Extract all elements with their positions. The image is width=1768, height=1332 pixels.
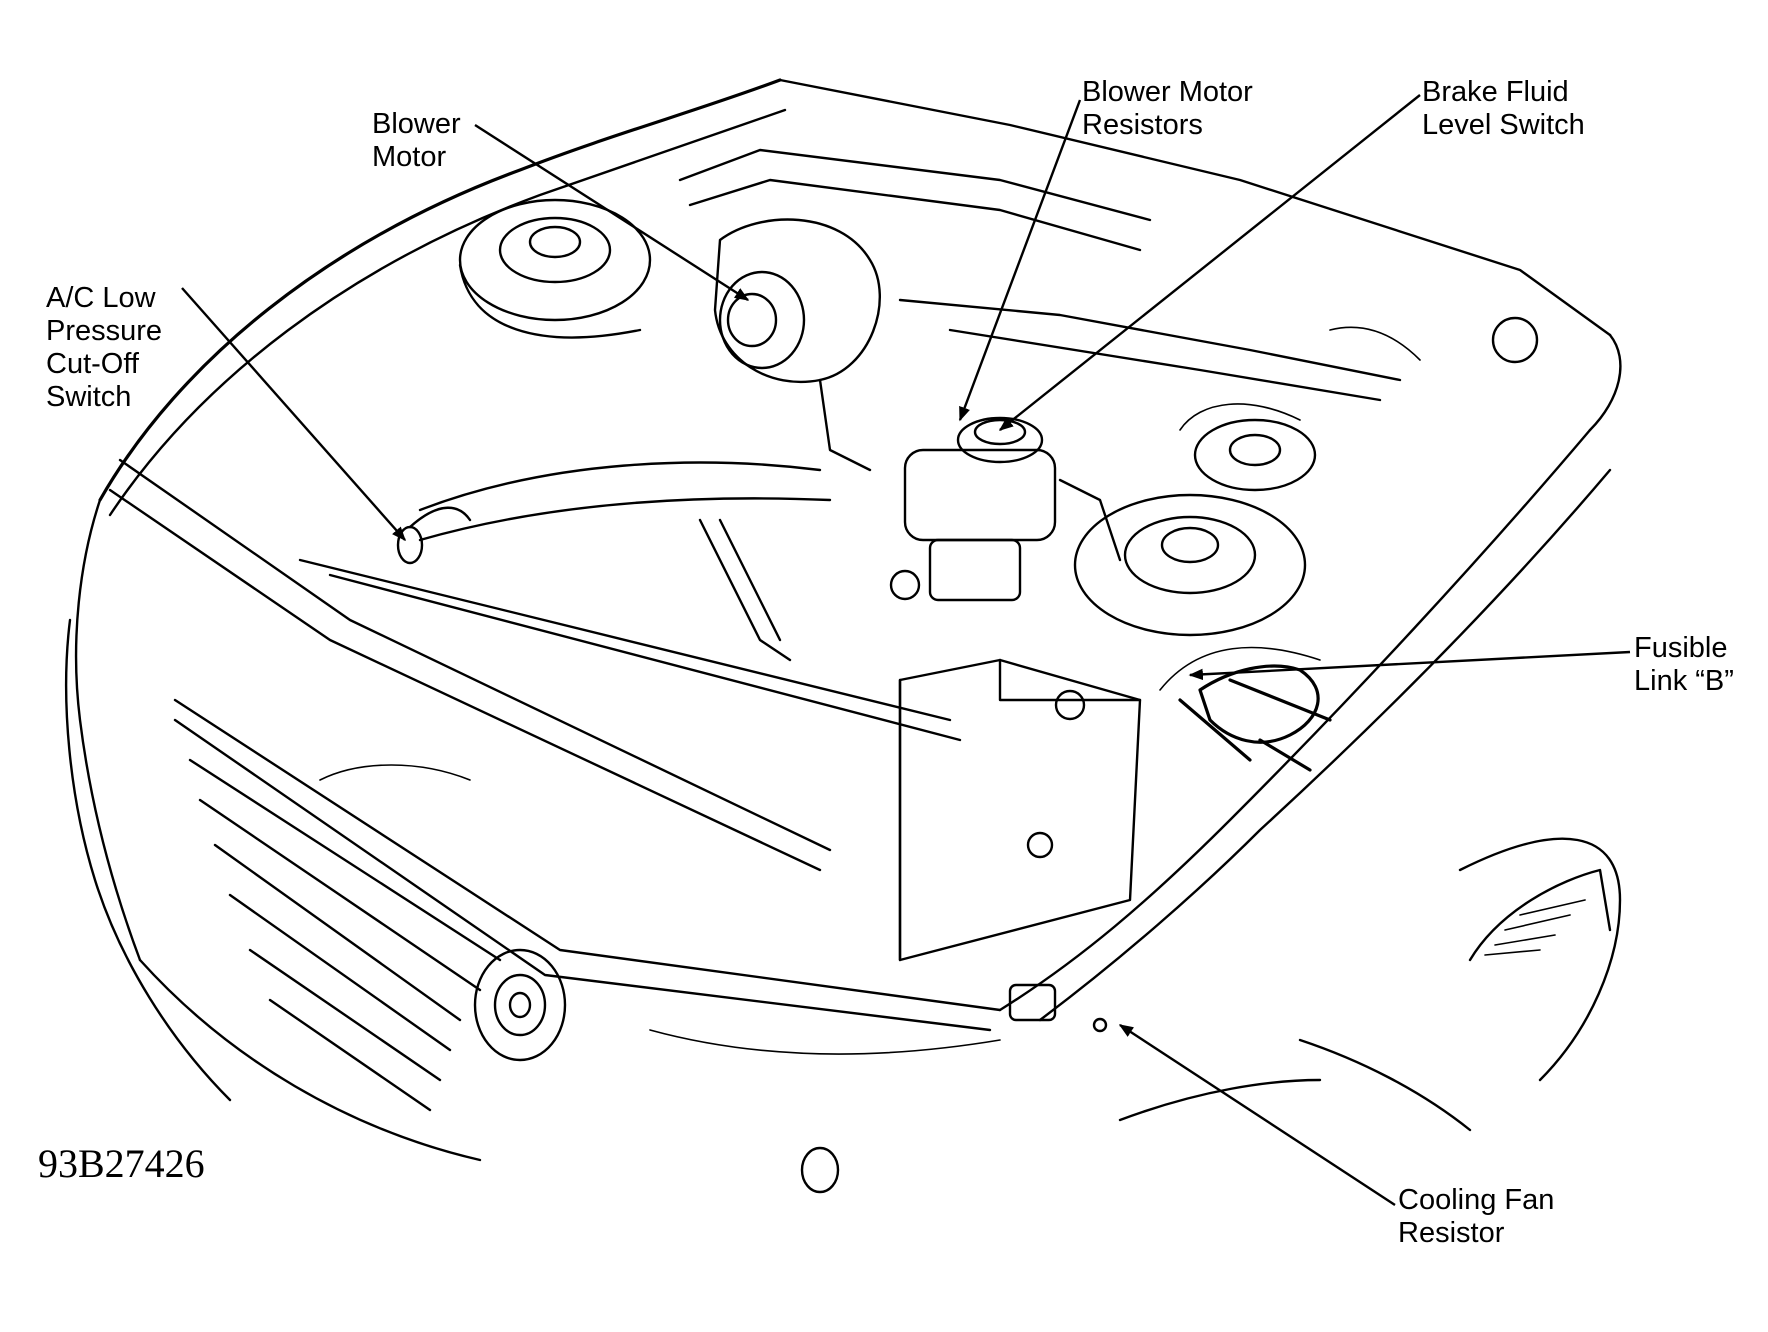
leader-lines (181, 94, 1631, 1207)
cooling-fan-resistor-component (1008, 983, 1108, 1033)
label-line: Cooling Fan (1398, 1184, 1555, 1216)
frame-rails (418, 148, 1402, 662)
label-line: Cut-Off (46, 348, 139, 380)
leader-ac-low-pressure (181, 287, 406, 542)
battery (898, 658, 1142, 962)
label-line: Resistors (1082, 109, 1203, 141)
label-line: Resistor (1398, 1217, 1505, 1249)
figure-id: 93B27426 (38, 1141, 205, 1186)
label-brake-fluid-level-switch: Brake Fluid Level Switch (1422, 76, 1585, 142)
label-line: Blower Motor (1082, 76, 1253, 108)
body-outline (64, 78, 1622, 1162)
label-blower-motor: Blower Motor (372, 108, 461, 174)
leader-brake-fluid-level-switch (998, 94, 1421, 431)
label-line: Level Switch (1422, 109, 1585, 141)
label-cooling-fan-resistor: Cooling Fan Resistor (1398, 1184, 1554, 1250)
blower-motor-housing (713, 218, 881, 472)
ac-switch-component (396, 506, 472, 565)
label-line: Motor (372, 141, 447, 173)
wiring-harness (319, 316, 1539, 1194)
label-fusible-link-b: Fusible Link “B” (1634, 632, 1734, 698)
label-line: Blower (372, 108, 461, 140)
leader-fusible-link-b (1188, 650, 1631, 681)
label-ac-low-pressure-cut-off-switch: A/C Low Pressure Cut-Off Switch (46, 282, 162, 414)
leader-blower-motor-resistors (958, 99, 1082, 422)
label-line: Switch (46, 381, 132, 413)
radiator-support (108, 458, 1002, 1112)
left-shock-tower (458, 198, 652, 339)
brake-master-cylinder (889, 416, 1122, 602)
label-line: Fusible (1634, 632, 1728, 664)
label-line: Link “B” (1634, 665, 1734, 697)
right-shock-tower (1073, 418, 1317, 637)
label-blower-motor-resistors: Blower Motor Resistors (1082, 76, 1253, 142)
leader-blower-motor (474, 123, 750, 302)
label-line: Brake Fluid (1422, 76, 1569, 108)
label-line: A/C Low (46, 282, 156, 314)
leader-cooling-fan-resistor (1118, 1023, 1396, 1207)
fusible-link-harness (1159, 646, 1332, 772)
label-line: Pressure (46, 315, 163, 347)
horn (473, 948, 567, 1062)
